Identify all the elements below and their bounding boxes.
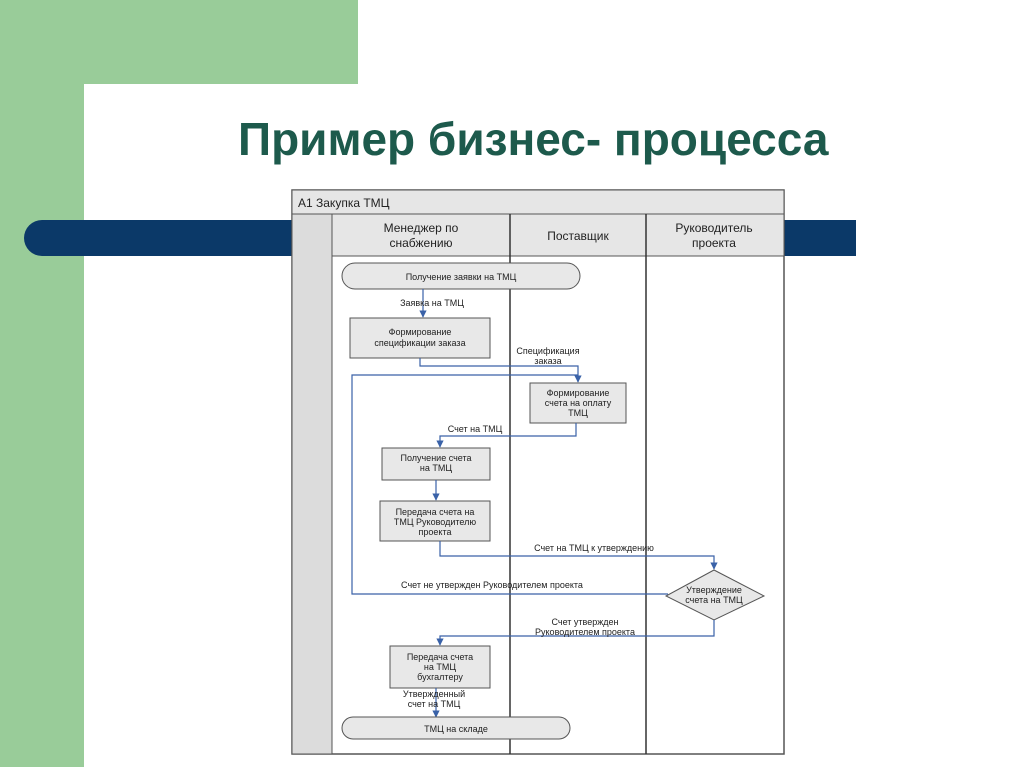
flow-label-request: Заявка на ТМЦ (400, 298, 464, 308)
lane-header-band (291, 213, 785, 257)
flow-not-approved (351, 374, 668, 595)
lane-header-manager-line1: Менеджер по (384, 221, 459, 235)
flow-invoice (436, 423, 577, 448)
lane-header-manager-line2: снабжению (389, 236, 452, 250)
end-node-label: ТМЦ на складе (424, 724, 488, 734)
flow-label-spec-line2: заказа (534, 356, 561, 366)
lane-header-supplier: Поставщик (547, 229, 609, 243)
flow-approved (436, 620, 715, 646)
flow-label-invoice: Счет на ТМЦ (448, 424, 503, 434)
process-transfer-to-manager (379, 500, 491, 542)
process-transfer-to-accountant-line2: на ТМЦ (424, 662, 456, 672)
flow-spec (419, 358, 582, 383)
process-receive-invoice (381, 447, 491, 481)
process-form-spec (349, 317, 491, 359)
frame-title: А1 Закупка ТМЦ (298, 196, 390, 210)
process-transfer-to-manager-line2: ТМЦ Руководителю (394, 517, 476, 527)
green-sidebar-decoration (0, 0, 84, 767)
process-transfer-to-accountant (389, 645, 491, 689)
flow-label-approved-invoice-line1: Утвержденный (403, 689, 465, 699)
process-form-spec-line2: спецификации заказа (374, 338, 465, 348)
lane-header-project-lead-line1: Руководитель (675, 221, 752, 235)
process-form-invoice-line1: Формирование (547, 388, 610, 398)
process-form-spec-line1: Формирование (389, 327, 452, 337)
process-transfer-to-accountant-line1: Передача счета (407, 652, 473, 662)
start-node (341, 262, 581, 290)
green-top-decoration (0, 0, 358, 84)
flow-label-approved-line1: Счет утвержден (552, 617, 619, 627)
process-transfer-to-manager-line1: Передача счета на (396, 507, 475, 517)
start-node-label: Получение заявки на ТМЦ (406, 272, 517, 282)
frame-title-bar (291, 189, 785, 215)
process-form-invoice-line2: счета на оплату (545, 398, 612, 408)
end-node (341, 716, 571, 740)
process-receive-invoice-line1: Получение счета (400, 453, 471, 463)
decision-approval-line2: счета на ТМЦ (685, 595, 743, 605)
process-receive-invoice-line2: на ТМЦ (420, 463, 452, 473)
lane-header-project-lead-line2: проекта (692, 236, 736, 250)
process-form-invoice-line3: ТМЦ (568, 408, 588, 418)
page-title: Пример бизнес- процесса (238, 113, 829, 165)
flow-label-approved-invoice-line2: счет на ТМЦ (408, 699, 461, 709)
flow-label-for-approval: Счет на ТМЦ к утверждению (534, 543, 654, 553)
lane-stub-column (291, 213, 333, 755)
process-form-invoice (529, 382, 627, 424)
flow-for-approval (439, 541, 718, 570)
flow-label-approved-line2: Руководителем проекта (535, 627, 635, 637)
process-transfer-to-manager-line3: проекта (419, 527, 452, 537)
flow-label-spec-line1: Спецификация (516, 346, 579, 356)
flow-label-not-approved: Счет не утвержден Руководителем проекта (401, 580, 583, 590)
process-transfer-to-accountant-line3: бухгалтеру (417, 672, 463, 682)
decision-approval-line1: Утверждение (686, 585, 742, 595)
